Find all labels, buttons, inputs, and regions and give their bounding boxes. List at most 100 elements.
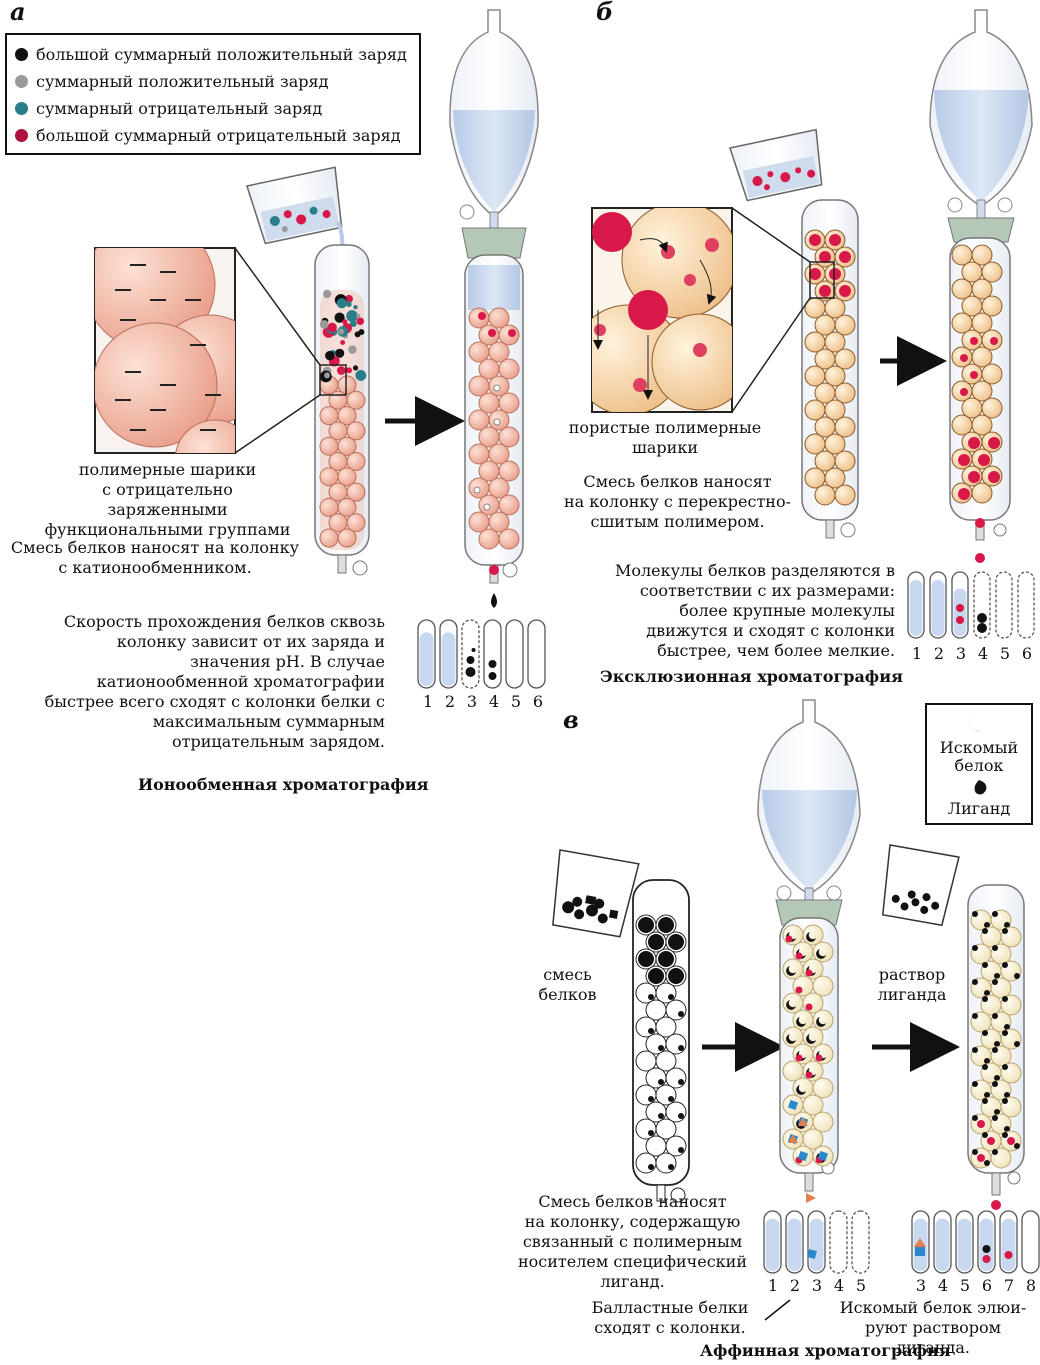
protein-dot [354, 331, 361, 338]
panel-letter-b: б [596, 0, 614, 26]
bead [498, 494, 520, 516]
charge-dot-icon [15, 129, 28, 142]
bead [498, 392, 520, 414]
panel-letter-c: в [563, 705, 579, 734]
protein-dot [346, 310, 358, 322]
test-tube [829, 1210, 848, 1274]
charge-dot-icon [15, 48, 28, 61]
test-tube [483, 619, 502, 689]
colA2beads-beads [468, 307, 520, 550]
beaker-c-mix [552, 849, 640, 938]
protein-dot [348, 345, 357, 354]
protein-dot [319, 320, 329, 329]
explanation-b: Молекулы белков разделяются в соответств… [614, 561, 895, 660]
bead [346, 421, 366, 441]
test-tube [1021, 1210, 1040, 1274]
bead [814, 484, 836, 506]
colC1beads-beads [635, 914, 687, 1174]
bead [812, 975, 834, 997]
test-tube [527, 619, 546, 689]
loading-caption-c: Смесь белков наносят на колонку, содержа… [518, 1192, 747, 1291]
bead [498, 460, 520, 482]
legend-ligand-label: Лиганд [947, 799, 1011, 818]
legend-item: большой суммарный отрицательный заряд [15, 122, 411, 149]
bead [488, 341, 510, 363]
bead [824, 467, 846, 489]
bead [834, 416, 856, 438]
protein-dot [322, 289, 332, 299]
test-tubes-a [417, 619, 546, 689]
ballast-caption: Балластные белки сходят с колонки. [591, 1298, 749, 1337]
bead [834, 382, 856, 404]
bead [802, 1128, 824, 1150]
bead [337, 375, 357, 395]
protein-dot [356, 317, 365, 325]
title-a: Ионообменная хроматография [138, 775, 429, 794]
bead [834, 314, 856, 336]
colC2beads-beads [782, 924, 834, 1167]
bead [635, 1152, 657, 1174]
zoom-beads-b [591, 207, 835, 413]
bead [346, 482, 366, 502]
test-tube [851, 1210, 870, 1274]
bead [971, 312, 993, 334]
beaker-a [246, 166, 343, 245]
funnel-c [757, 699, 861, 926]
charge-dot-icon [15, 102, 28, 115]
bead [834, 484, 856, 506]
bead [971, 482, 993, 504]
bead-caption-a: полимерные шарики с отрицательно заряжен… [44, 460, 291, 539]
funnel-b [929, 9, 1033, 243]
protein-dot [355, 369, 367, 381]
bead [655, 1050, 677, 1072]
colB2beads-beads [951, 244, 1003, 504]
mix-label-c: смесь белков [538, 965, 597, 1004]
protein-dot [324, 372, 330, 379]
bead [971, 244, 993, 266]
loading-caption-a: Смесь белков наносят на колонку с катион… [10, 538, 300, 577]
test-tubes-c-ballast [763, 1210, 870, 1274]
bead [971, 414, 993, 436]
bead [346, 452, 366, 471]
bead [337, 528, 357, 548]
protein-dot [346, 367, 353, 374]
zoom-beads-a [94, 247, 347, 454]
bead [488, 511, 510, 533]
panel-letter-a: а [10, 0, 26, 26]
bead [802, 1094, 824, 1116]
pointer-line-c [764, 1299, 791, 1321]
protein-dot [334, 312, 345, 323]
colC3beads-beads [970, 909, 1022, 1169]
protein-dot [325, 350, 335, 361]
bead [478, 528, 500, 550]
test-tube [973, 571, 991, 639]
bead [981, 295, 1003, 317]
legend-label: большой суммарный положительный заряд [36, 45, 407, 64]
bead [655, 1152, 677, 1174]
beaker-c-ligand [881, 844, 960, 927]
test-tube [995, 571, 1013, 639]
ligand-solution-label: раствор лиганда [877, 965, 947, 1004]
bead [981, 397, 1003, 419]
title-c: Аффинная хроматография [700, 1341, 951, 1360]
bead [337, 406, 357, 426]
bead [981, 363, 1003, 385]
protein-dot [345, 301, 352, 308]
bead [981, 261, 1003, 283]
bead [971, 346, 993, 368]
bead [824, 365, 846, 387]
bead [655, 1016, 677, 1038]
bead [498, 528, 520, 550]
colB1beads-beads [804, 229, 856, 506]
protein-dot [335, 348, 345, 358]
protein-dot [336, 366, 346, 375]
legend-item: большой суммарный положительный заряд [15, 41, 411, 68]
affinity-legend: Искомый белок Лиганд [925, 703, 1033, 825]
bead [488, 443, 510, 465]
ligand-icon [974, 780, 987, 795]
beaker-b [729, 128, 823, 202]
